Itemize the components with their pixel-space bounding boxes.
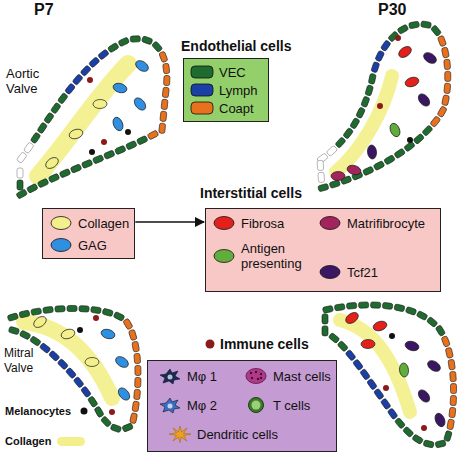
cell-label: Fibrosa [241, 216, 284, 231]
legend-icon [244, 396, 268, 414]
stage-label: P30 [378, 2, 406, 17]
legend-label: Mφ 1 [187, 369, 217, 384]
legend-icon [318, 214, 342, 232]
legend-label: Mast cells [273, 369, 331, 384]
legend-row: Matrifibrocyte [318, 214, 425, 232]
legend-icon [168, 425, 192, 443]
stage-label: P7 [34, 2, 54, 17]
valve-label: Mitral Valve [4, 346, 52, 376]
cell-label: Matrifibrocyte [347, 216, 425, 231]
legend-icon [49, 214, 73, 232]
legend-icon [190, 81, 214, 99]
legend-icon [244, 367, 268, 385]
legend-icon [158, 367, 182, 385]
legend-label: Dendritic cells [197, 427, 278, 442]
valve-leaflet [317, 21, 451, 192]
legend-row: Collagen [49, 214, 129, 232]
legend-row: GAG [49, 236, 107, 254]
arrow-connector [135, 221, 204, 223]
immune-dot [206, 340, 215, 349]
legend-item: Melanocytes [5, 402, 100, 420]
legend-label: Coapt [219, 101, 254, 116]
legend-item: Collagen [5, 432, 86, 450]
legend-item: Mφ 1 [158, 367, 217, 385]
legend-icon [190, 99, 214, 117]
cell-type-box: Fibrosa MatrifibrocyteAntigen presentingT… [205, 208, 441, 292]
legend-row: Tcf21 [318, 263, 378, 281]
legend-item: Coapt [190, 99, 254, 117]
cell-label: Tcf21 [347, 265, 378, 280]
cell-label: Antigen presenting [241, 241, 319, 271]
legend-icon [212, 247, 236, 265]
legend-item: Dendritic cells [168, 425, 278, 443]
legend-row: Fibrosa [212, 214, 284, 232]
valve-label: Aortic Valve [6, 66, 56, 96]
legend-icon [212, 214, 236, 232]
legend-row: Antigen presenting [212, 241, 319, 271]
cell-label: Collagen [78, 216, 129, 231]
legend-box: Endothelial cellsVECLymphCoapt [183, 58, 269, 122]
legend-item: T cells [244, 396, 310, 414]
legend-icon [76, 402, 100, 420]
legend-label: T cells [273, 398, 310, 413]
legend-box: Immune cellsMφ 1Mast cellsMφ 2T cellsDen… [147, 360, 337, 452]
legend-label: Melanocytes [5, 404, 71, 419]
group-heading: Immune cells [220, 336, 309, 352]
legend-icon [158, 396, 182, 414]
cell-type-box: CollagenGAG [42, 208, 135, 259]
legend-item: VEC [190, 63, 246, 81]
valve-leaflet [322, 302, 457, 448]
legend-label: VEC [219, 65, 246, 80]
legend-icon [56, 432, 86, 450]
legend-label: Lymph [219, 83, 258, 98]
legend-item: Lymph [190, 81, 258, 99]
group-heading: Endothelial cells [181, 38, 291, 54]
legend-item: Mφ 2 [158, 396, 217, 414]
legend-label: Collagen [5, 434, 51, 449]
legend-icon [190, 63, 214, 81]
valve-leaflet [16, 36, 170, 199]
legend-icon [49, 236, 73, 254]
legend-label: Mφ 2 [187, 398, 217, 413]
legend-icon [318, 263, 342, 281]
legend-item: Mast cells [244, 367, 331, 385]
cell-label: GAG [78, 238, 107, 253]
group-heading: Interstitial cells [200, 186, 302, 201]
